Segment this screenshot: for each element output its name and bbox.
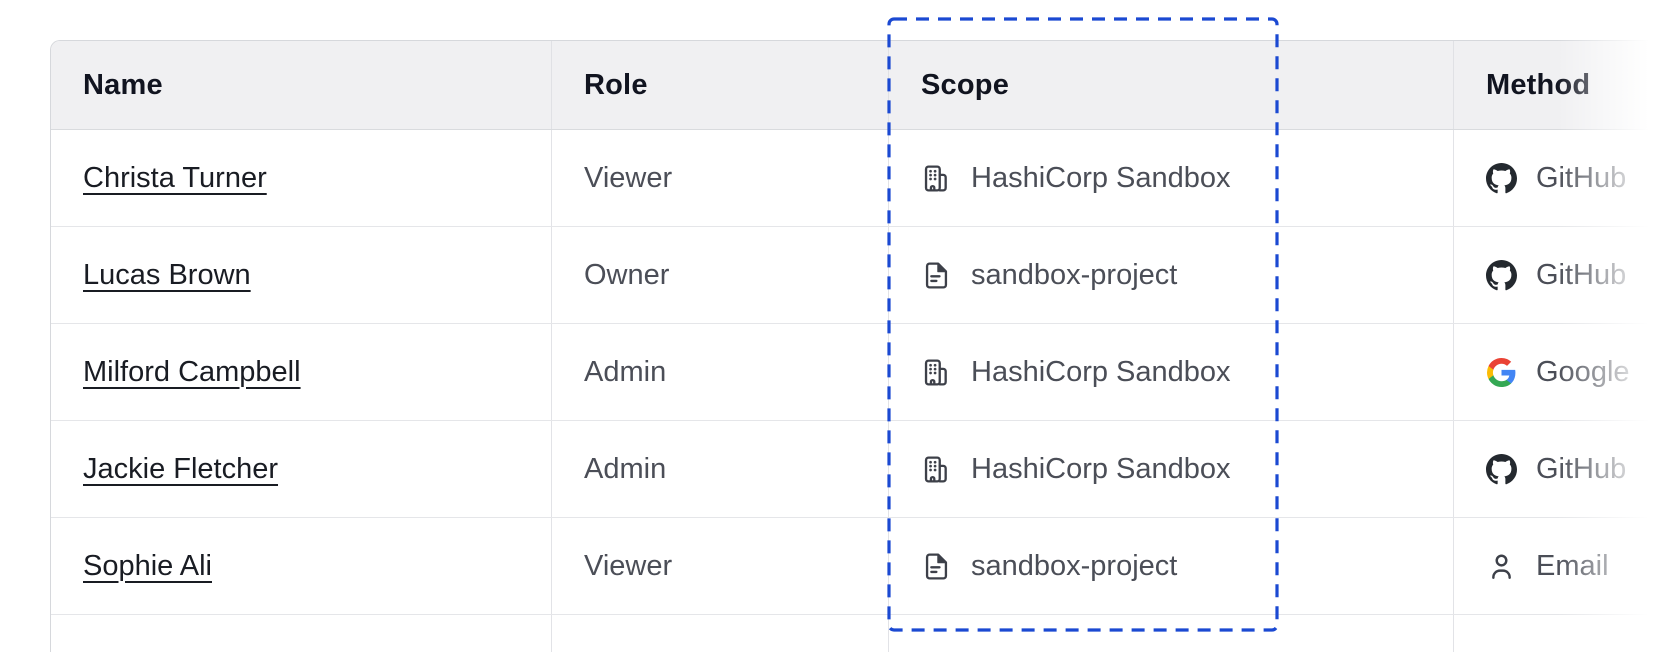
member-name-cell: Milford Campbell	[51, 324, 552, 420]
member-scope-label: sandbox-project	[971, 549, 1178, 582]
member-name-cell: Lucas Brown	[51, 227, 552, 323]
member-role: Viewer	[584, 549, 673, 582]
member-name-cell	[51, 615, 552, 652]
table-body: Christa Turner Viewer HashiCorp Sandbox …	[51, 130, 1672, 652]
github-icon	[1486, 162, 1517, 194]
member-role: Admin	[584, 452, 667, 485]
member-role: Owner	[584, 258, 670, 291]
member-role: Admin	[584, 355, 667, 388]
table-row: Sophie Ali Viewer sandbox-project Email	[51, 518, 1672, 615]
github-icon	[1486, 453, 1517, 485]
member-method-cell: GitHub	[1454, 130, 1672, 226]
column-header-label: Scope	[921, 68, 1010, 101]
table-row-partial	[51, 615, 1672, 652]
member-role-cell: Owner	[552, 227, 889, 323]
building-icon	[921, 357, 952, 388]
member-method-label: GitHub	[1536, 452, 1627, 485]
member-name-link[interactable]: Sophie Ali	[83, 549, 212, 582]
member-name-cell: Jackie Fletcher	[51, 421, 552, 517]
member-role-cell: Viewer	[552, 130, 889, 226]
building-icon	[921, 163, 952, 194]
member-role-cell: Admin	[552, 324, 889, 420]
column-header-label: Method	[1486, 68, 1591, 101]
table-row: Christa Turner Viewer HashiCorp Sandbox …	[51, 130, 1672, 227]
member-name-link[interactable]: Christa Turner	[83, 161, 267, 194]
member-scope-cell: HashiCorp Sandbox	[889, 421, 1454, 517]
file-text-icon	[921, 260, 952, 291]
github-icon	[1486, 259, 1517, 291]
member-role-cell: Viewer	[552, 518, 889, 614]
member-role-cell	[552, 615, 889, 652]
member-method-label: GitHub	[1536, 258, 1627, 291]
member-name-link[interactable]: Lucas Brown	[83, 258, 251, 291]
column-header-label: Name	[83, 68, 163, 101]
members-table: Name Role Scope Method Christa Turner Vi…	[50, 40, 1672, 652]
member-name-cell: Christa Turner	[51, 130, 552, 226]
member-method-cell: GitHub	[1454, 227, 1672, 323]
member-name-cell: Sophie Ali	[51, 518, 552, 614]
member-method-cell: GitHub	[1454, 421, 1672, 517]
table-row: Milford Campbell Admin HashiCorp Sandbox…	[51, 324, 1672, 421]
table-header-row: Name Role Scope Method	[51, 41, 1672, 130]
member-scope-label: sandbox-project	[971, 258, 1178, 291]
column-header-method: Method	[1454, 41, 1672, 129]
member-name-link[interactable]: Jackie Fletcher	[83, 452, 279, 485]
member-name-link[interactable]: Milford Campbell	[83, 355, 301, 388]
member-scope-label: HashiCorp Sandbox	[971, 355, 1231, 388]
member-scope-cell: sandbox-project	[889, 227, 1454, 323]
member-method-label: GitHub	[1536, 161, 1627, 194]
member-scope-cell	[889, 615, 1454, 652]
table-row: Jackie Fletcher Admin HashiCorp Sandbox …	[51, 421, 1672, 518]
member-method-label: Email	[1536, 549, 1609, 582]
member-method-label: Google	[1536, 355, 1630, 388]
column-header-name: Name	[51, 41, 552, 129]
member-role: Viewer	[584, 161, 673, 194]
member-role-cell: Admin	[552, 421, 889, 517]
member-method-cell: Google	[1454, 324, 1672, 420]
member-method-cell	[1454, 615, 1672, 652]
building-icon	[921, 454, 952, 485]
column-header-role: Role	[552, 41, 889, 129]
user-icon	[1486, 551, 1517, 582]
file-text-icon	[921, 551, 952, 582]
member-scope-cell: sandbox-project	[889, 518, 1454, 614]
member-method-cell: Email	[1454, 518, 1672, 614]
table-row: Lucas Brown Owner sandbox-project GitHub	[51, 227, 1672, 324]
column-header-label: Role	[584, 68, 648, 101]
google-icon	[1486, 357, 1517, 388]
member-scope-label: HashiCorp Sandbox	[971, 452, 1231, 485]
member-scope-cell: HashiCorp Sandbox	[889, 324, 1454, 420]
member-scope-label: HashiCorp Sandbox	[971, 161, 1231, 194]
member-scope-cell: HashiCorp Sandbox	[889, 130, 1454, 226]
column-header-scope: Scope	[889, 41, 1454, 129]
